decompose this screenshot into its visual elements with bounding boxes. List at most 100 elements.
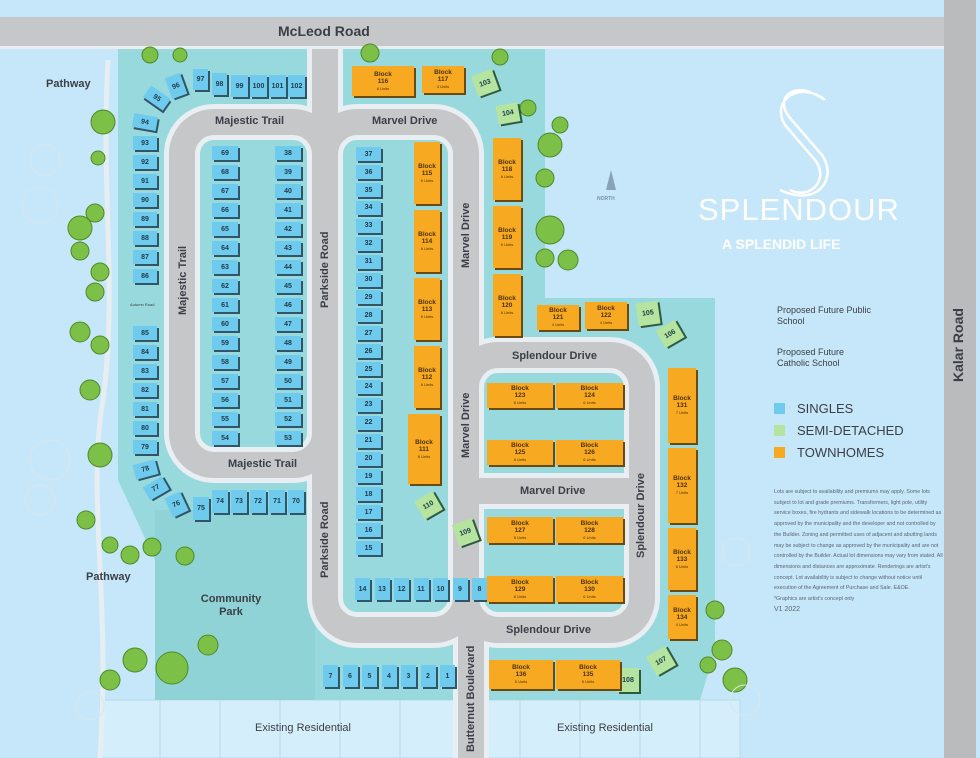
single-lot-102[interactable]: 102 [288,75,305,97]
single-lot-66[interactable]: 66 [212,203,238,217]
single-lot-88[interactable]: 88 [133,231,157,245]
single-lot-89[interactable]: 89 [133,212,157,226]
single-lot-28[interactable]: 28 [356,308,381,323]
single-lot-7[interactable]: 7 [323,665,338,687]
single-lot-15[interactable]: 15 [356,541,381,555]
single-lot-65[interactable]: 65 [212,222,238,236]
single-lot-42[interactable]: 42 [275,222,301,236]
single-lot-71[interactable]: 71 [269,490,285,513]
single-lot-84[interactable]: 84 [133,345,157,359]
single-lot-41[interactable]: 41 [275,203,301,217]
single-lot-56[interactable]: 56 [212,393,238,407]
single-lot-87[interactable]: 87 [133,250,157,264]
single-lot-17[interactable]: 17 [356,505,381,520]
single-lot-8[interactable]: 8 [472,578,487,600]
single-lot-68[interactable]: 68 [212,165,238,179]
single-lot-86[interactable]: 86 [133,269,157,283]
semi-lot-108[interactable]: 108 [617,668,639,692]
single-lot-60[interactable]: 60 [212,317,238,331]
single-lot-2[interactable]: 2 [420,665,436,687]
single-lot-12[interactable]: 12 [394,578,409,600]
single-lot-34[interactable]: 34 [356,200,381,215]
single-lot-10[interactable]: 10 [433,578,448,600]
single-lot-85[interactable]: 85 [133,326,157,340]
single-lot-93[interactable]: 93 [133,136,157,150]
single-lot-55[interactable]: 55 [212,412,238,426]
single-lot-100[interactable]: 100 [250,75,267,97]
single-lot-4[interactable]: 4 [381,665,397,687]
single-lot-37[interactable]: 37 [356,147,381,162]
single-lot-39[interactable]: 39 [275,165,301,179]
single-lot-35[interactable]: 35 [356,183,381,197]
single-lot-21[interactable]: 21 [356,433,381,448]
single-lot-97[interactable]: 97 [193,69,208,90]
single-lot-101[interactable]: 101 [269,75,286,97]
single-lot-75[interactable]: 75 [193,497,209,520]
single-lot-61[interactable]: 61 [212,298,238,312]
single-lot-45[interactable]: 45 [275,279,301,293]
single-lot-13[interactable]: 13 [374,578,390,600]
single-lot-24[interactable]: 24 [356,379,381,394]
single-lot-29[interactable]: 29 [356,290,381,305]
single-lot-32[interactable]: 32 [356,236,381,251]
single-lot-57[interactable]: 57 [212,374,238,388]
single-lot-44[interactable]: 44 [275,260,301,274]
single-lot-98[interactable]: 98 [212,73,227,95]
single-lot-81[interactable]: 81 [133,402,157,416]
single-lot-6[interactable]: 6 [342,665,358,687]
single-lot-73[interactable]: 73 [231,490,247,513]
single-lot-47[interactable]: 47 [275,317,301,331]
single-lot-63[interactable]: 63 [212,260,238,274]
single-lot-40[interactable]: 40 [275,184,301,198]
single-lot-90[interactable]: 90 [133,193,157,207]
single-lot-33[interactable]: 33 [356,218,381,233]
single-lot-74[interactable]: 74 [212,490,228,513]
single-lot-48[interactable]: 48 [275,336,301,350]
single-lot-18[interactable]: 18 [356,487,381,502]
single-lot-80[interactable]: 80 [133,421,157,435]
semi-lot-105[interactable]: 105 [635,300,661,327]
single-lot-62[interactable]: 62 [212,279,238,293]
single-lot-43[interactable]: 43 [275,241,301,255]
single-lot-22[interactable]: 22 [356,415,381,430]
semi-lot-104[interactable]: 104 [495,102,521,125]
single-lot-79[interactable]: 79 [133,440,157,454]
single-lot-64[interactable]: 64 [212,241,238,255]
single-lot-11[interactable]: 11 [413,578,429,600]
single-lot-49[interactable]: 49 [275,355,301,369]
single-lot-70[interactable]: 70 [288,490,304,513]
single-lot-83[interactable]: 83 [133,364,157,378]
single-lot-3[interactable]: 3 [401,665,416,687]
single-lot-82[interactable]: 82 [133,383,157,397]
single-lot-58[interactable]: 58 [212,355,238,369]
single-lot-26[interactable]: 26 [356,344,381,359]
single-lot-72[interactable]: 72 [250,490,266,513]
single-lot-50[interactable]: 50 [275,374,301,388]
single-lot-36[interactable]: 36 [356,165,381,180]
single-lot-5[interactable]: 5 [362,665,377,687]
single-lot-14[interactable]: 14 [355,578,370,600]
single-lot-46[interactable]: 46 [275,298,301,312]
single-lot-92[interactable]: 92 [133,155,157,169]
